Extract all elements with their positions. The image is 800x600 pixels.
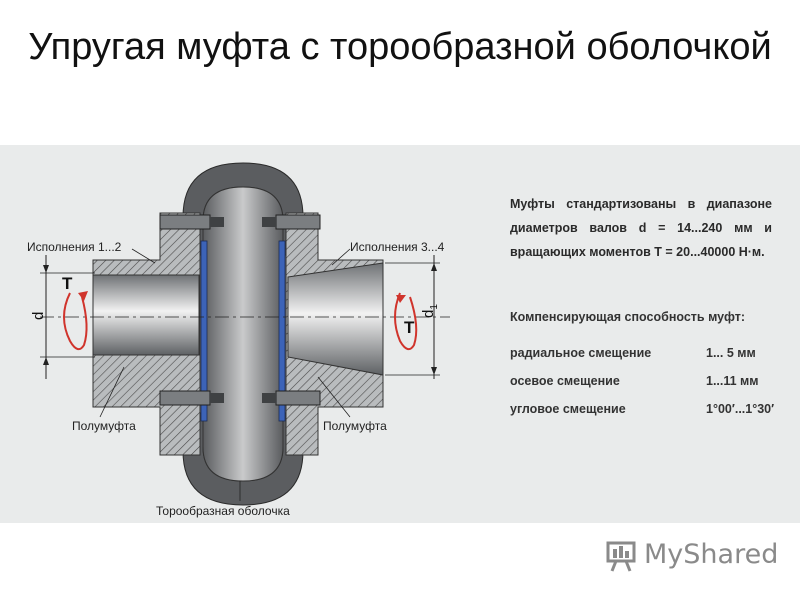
label-exec-left: Исполнения 1...2: [27, 240, 122, 254]
standard-line: диаметров валов d = 14...240 мм и: [510, 221, 772, 235]
standard-line: Муфты стандартизованы в диапазоне: [510, 197, 772, 211]
compensation-heading: Компенсирующая способность муфт:: [510, 310, 746, 324]
logo-text: MyShared: [644, 539, 779, 570]
left-shaft: [92, 274, 200, 356]
coupling-drawing: d d1 T T Исполнения 1...2 Исполнения 3..…: [27, 162, 450, 518]
coupling-figure: d d1 T T Исполнения 1...2 Исполнения 3..…: [0, 145, 800, 523]
standard-note: Муфты стандартизованы в диапазоне диамет…: [510, 192, 772, 264]
bolt-top-left: [159, 214, 224, 230]
label-exec-right: Исполнения 3...4: [350, 240, 445, 254]
compensation-value: 1°00′...1°30′: [706, 402, 775, 416]
right-shaft: [287, 262, 384, 376]
presentation-icon: [606, 541, 636, 572]
compensation-name: угловое смещение: [510, 402, 626, 416]
d-symbol: d: [30, 312, 47, 320]
torque-arrow-left: [63, 292, 88, 351]
label-shell: Торообразная оболочка: [156, 504, 290, 518]
bolt-top-right: [262, 214, 321, 230]
compensation-name: радиальное смещение: [510, 346, 652, 360]
label-half-left: Полумуфта: [72, 419, 136, 433]
bolt-bottom-left: [159, 390, 224, 406]
torque-arrow-right: [394, 292, 418, 351]
standard-line: вращающих моментов T = 20...40000 Н·м.: [510, 245, 765, 259]
torque-symbol-left: T: [62, 274, 73, 293]
torque-symbol-right: T: [404, 318, 415, 337]
d1-symbol: d1: [420, 304, 440, 318]
compensation-value: 1...11 мм: [706, 374, 759, 388]
compensation-value: 1... 5 мм: [706, 346, 756, 360]
myshared-logo[interactable]: MyShared: [604, 537, 778, 573]
compensation-name: осевое смещение: [510, 374, 620, 388]
slide-title: Упругая муфта с торообразной оболочкой: [28, 26, 772, 68]
bolt-bottom-right: [262, 390, 321, 406]
label-half-right: Полумуфта: [323, 419, 387, 433]
